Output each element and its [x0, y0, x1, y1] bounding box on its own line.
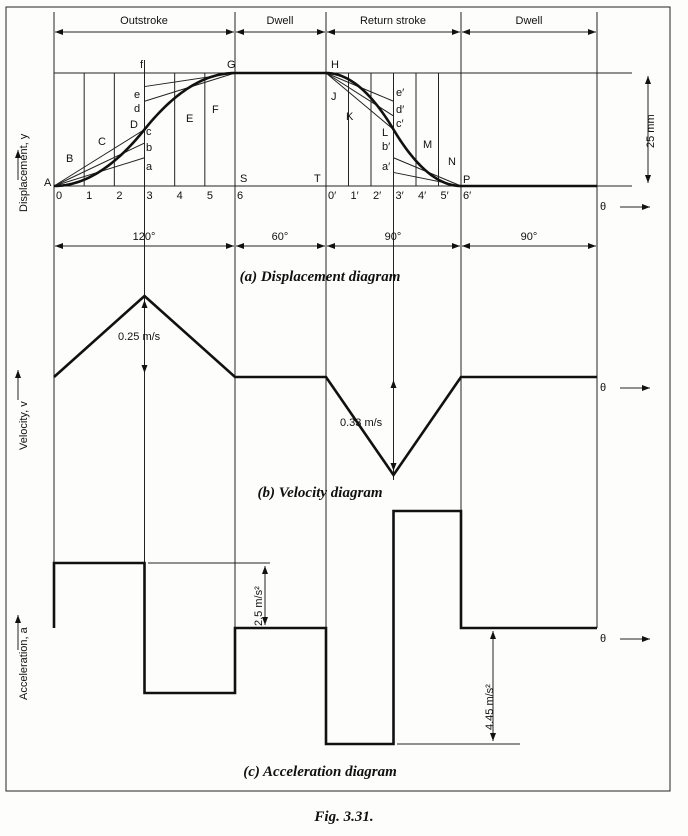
velocity-axis-label: Velocity, v	[18, 401, 30, 450]
construction-line	[325, 72, 394, 130]
construction-label: f	[140, 59, 144, 71]
curve-point-label: J	[331, 91, 337, 103]
division-label: 2′	[373, 190, 381, 202]
displacement-axis-label: Displacement, y	[18, 133, 30, 212]
curve-point-label: K	[346, 111, 354, 123]
velocity-max-ret: 0.33 m/s	[340, 417, 383, 429]
phase-label: Dwell	[516, 15, 543, 27]
division-label: 3	[147, 190, 153, 202]
division-label: 4	[177, 190, 183, 202]
curve-point-label: F	[212, 104, 219, 116]
acceleration-caption: (c) Acceleration diagram	[243, 764, 397, 780]
construction-label: b	[146, 142, 152, 154]
curve-point-label: H	[331, 59, 339, 71]
figure-border	[5, 6, 671, 792]
curve-point-label: D	[130, 119, 138, 131]
division-label: 1′	[351, 190, 359, 202]
dwell-point-label: T	[314, 173, 321, 185]
theta-label: θ	[600, 382, 606, 394]
curve-point-label: G	[227, 59, 236, 71]
acceleration-axis-label: Acceleration, a	[18, 626, 30, 700]
curve-point-label: N	[448, 156, 456, 168]
construction-line	[53, 142, 145, 187]
construction-label: c′	[396, 118, 404, 130]
division-label: 5	[207, 190, 213, 202]
construction-label: a′	[382, 161, 390, 173]
division-label: 2	[116, 190, 122, 202]
division-label: 4′	[418, 190, 426, 202]
construction-label: c	[146, 126, 152, 138]
curve-point-label: M	[423, 139, 432, 151]
figure-caption: Fig. 3.31.	[313, 809, 373, 825]
curve-point-label: C	[98, 136, 106, 148]
curve-point-label: A	[44, 177, 52, 189]
velocity-curve	[53, 294, 597, 478]
construction-label: e	[134, 89, 140, 101]
division-label: 0′	[328, 190, 336, 202]
lift-label: 25 mm	[645, 114, 657, 148]
velocity-max-out: 0.25 m/s	[118, 331, 161, 343]
angle-label: 90°	[385, 231, 402, 243]
accel-ret-value: 4.45 m/s²	[484, 684, 496, 730]
theta-label: θ	[600, 201, 606, 213]
curve-point-label: L	[382, 127, 388, 139]
construction-line	[325, 72, 394, 117]
division-label: 0	[56, 190, 62, 202]
displacement-caption: (a) Displacement diagram	[240, 269, 401, 285]
division-label: 3′	[396, 190, 404, 202]
curve-point-label: E	[186, 113, 193, 125]
phase-label: Dwell	[267, 15, 294, 27]
phase-label: Outstroke	[120, 15, 168, 27]
division-label: 6	[237, 190, 243, 202]
accel-out-value: 2.5 m/s²	[253, 586, 265, 626]
diagram-lines	[15, 12, 651, 746]
construction-label: e′	[396, 87, 404, 99]
construction-label: d	[134, 103, 140, 115]
division-label: 6′	[463, 190, 471, 202]
angle-label: 60°	[272, 231, 289, 243]
division-label: 1	[86, 190, 92, 202]
acceleration-curve	[52, 509, 597, 746]
dwell-point-label: S	[240, 173, 247, 185]
angle-label: 90°	[521, 231, 538, 243]
curve-point-label: P	[463, 174, 470, 186]
angle-label: 120°	[133, 231, 156, 243]
construction-label: b′	[382, 141, 390, 153]
construction-label: a	[146, 161, 153, 173]
construction-line	[53, 129, 145, 187]
theta-label: θ	[600, 633, 606, 645]
construction-label: d′	[396, 104, 404, 116]
velocity-caption: (b) Velocity diagram	[258, 485, 383, 501]
phase-label: Return stroke	[360, 15, 426, 27]
curve-point-label: B	[66, 153, 73, 165]
division-label: 5′	[441, 190, 449, 202]
displacement-curve	[53, 71, 597, 188]
